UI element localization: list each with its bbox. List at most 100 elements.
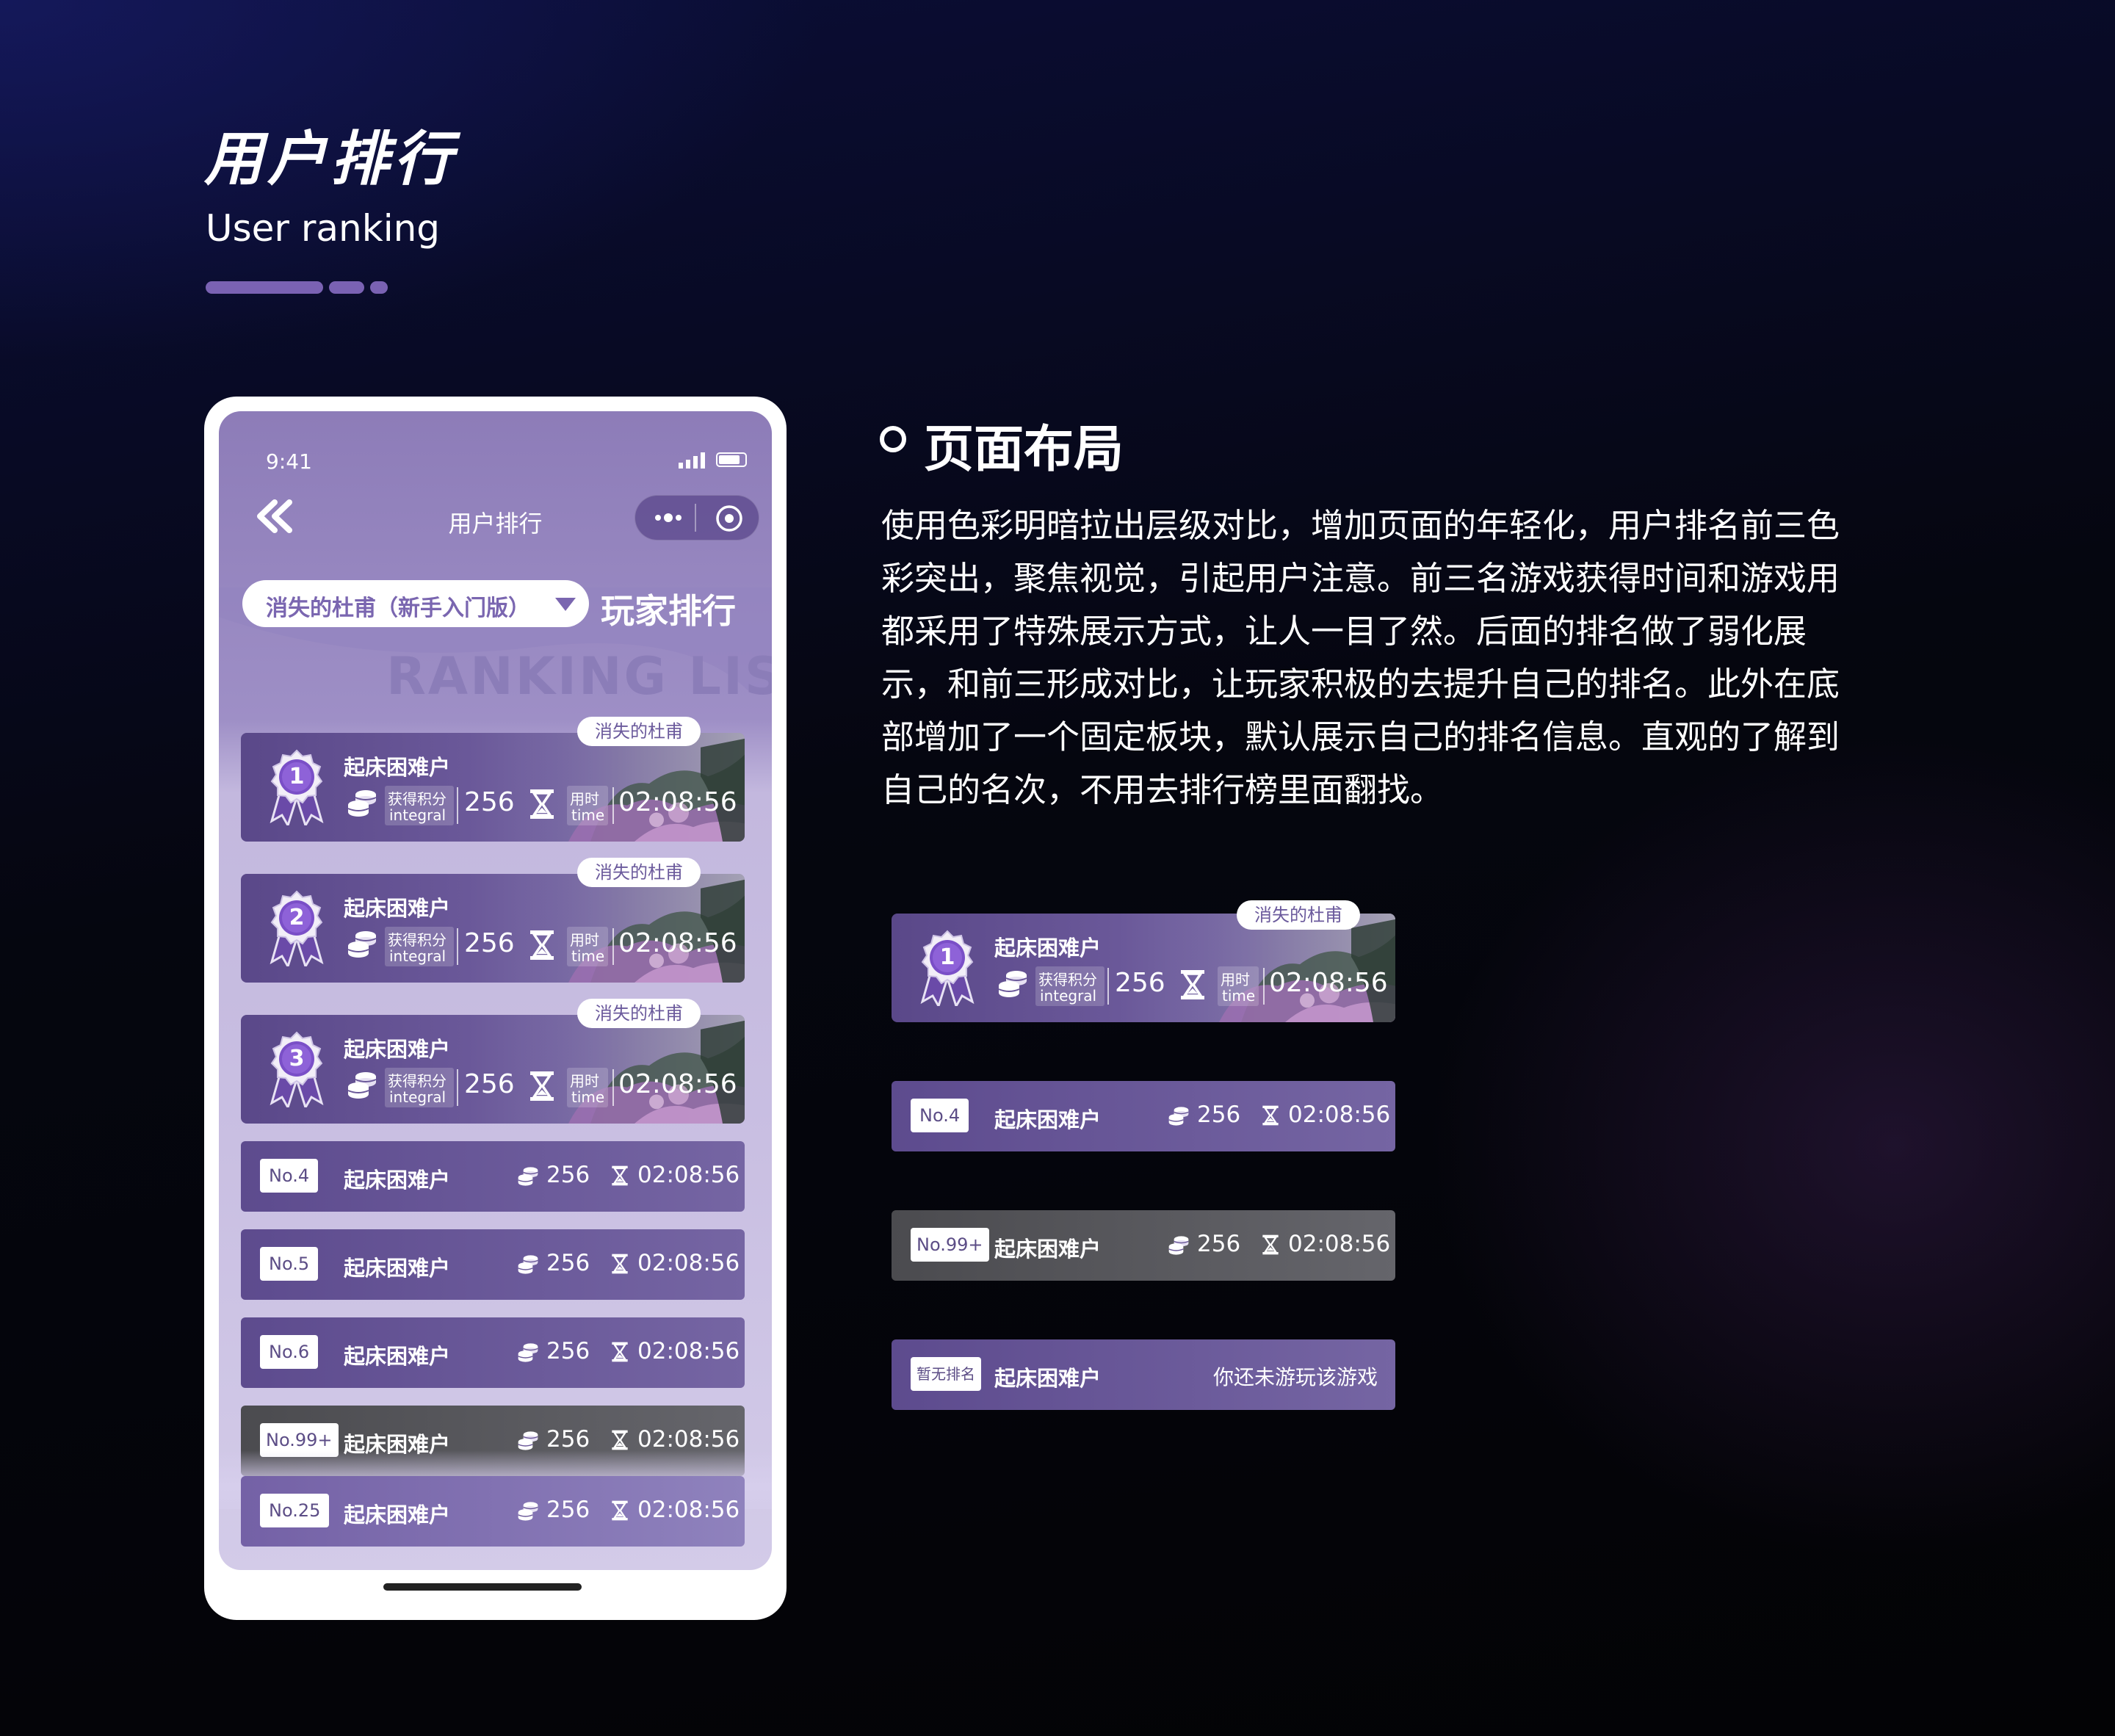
- score-value: 256: [1197, 1231, 1241, 1257]
- ranking-list-watermark: RANKING LIST: [386, 646, 772, 706]
- divider: [1263, 968, 1265, 1005]
- hourglass-icon: [529, 789, 555, 820]
- game-tag: 消失的杜甫: [577, 999, 701, 1028]
- players-ranking-title: 玩家排行: [601, 591, 736, 631]
- coin-stack-icon: [997, 969, 1028, 999]
- page-subtitle: User ranking: [206, 207, 441, 250]
- score-value: 256: [546, 1426, 590, 1453]
- hourglass-icon: [611, 1500, 629, 1522]
- coin-stack-icon: [517, 1501, 539, 1522]
- game-tag: 消失的杜甫: [1237, 900, 1360, 930]
- paragraph-line: 部增加了一个固定板块，默认展示自己的排名信息。直观的了解到: [881, 717, 1840, 756]
- ring-bullet-icon: [880, 426, 906, 452]
- user-name: 起床困难户: [344, 1037, 451, 1062]
- page-title: 用户排行: [204, 125, 457, 193]
- coin-stack-icon: [347, 930, 377, 959]
- title-decoration-bar: [206, 281, 323, 294]
- time-value: 02:08:56: [1269, 968, 1388, 998]
- rank-badge: No.99+: [911, 1228, 989, 1262]
- home-indicator: [383, 1583, 582, 1591]
- time-value: 02:08:56: [637, 1162, 740, 1188]
- showcase-row-gray[interactable]: No.99+ 起床困难户 256 02:08:56: [892, 1210, 1395, 1281]
- time-value: 02:08:56: [618, 787, 737, 817]
- rank-row[interactable]: No.5 起床困难户 256 02:08:56: [241, 1229, 745, 1300]
- medal-rank: 1: [289, 764, 305, 789]
- time-value: 02:08:56: [1288, 1102, 1391, 1128]
- phone-screen: RANKING LIST 9:41 用户排行 消失的杜甫（新手入门版） 玩家排行…: [219, 411, 772, 1570]
- score-value: 256: [1115, 968, 1165, 998]
- paragraph-line: 彩突出，聚焦视觉，引起用户注意。前三名游戏获得时间和游戏用: [881, 559, 1840, 598]
- medal-rank: 3: [289, 1046, 305, 1071]
- user-name: 起床困难户: [994, 936, 1102, 961]
- divider: [612, 928, 614, 965]
- divider: [457, 1069, 458, 1106]
- time-value: 02:08:56: [1288, 1231, 1391, 1257]
- dropdown-arrow-icon: [555, 598, 576, 611]
- rank-badge: No.4: [911, 1099, 969, 1132]
- rank-badge: No.6: [260, 1335, 319, 1369]
- status-bar-time: 9:41: [266, 449, 312, 474]
- divider: [457, 787, 458, 824]
- divider: [457, 928, 458, 965]
- showcase-row-normal[interactable]: No.4 起床困难户 256 02:08:56: [892, 1081, 1395, 1151]
- hourglass-icon: [1262, 1234, 1279, 1256]
- rank-badge: 暂无排名: [911, 1357, 981, 1391]
- divider: [1107, 968, 1109, 1005]
- time-value: 02:08:56: [637, 1497, 740, 1523]
- hourglass-icon: [1262, 1104, 1279, 1126]
- time-value: 02:08:56: [637, 1338, 740, 1364]
- user-name: 起床困难户: [994, 1237, 1102, 1262]
- divider: [612, 787, 614, 824]
- medal-rank: 2: [289, 905, 305, 930]
- user-name: 起床困难户: [344, 896, 451, 921]
- rank-badge: No.25: [260, 1494, 330, 1527]
- user-name: 起床困难户: [344, 1168, 451, 1193]
- score-value: 256: [464, 928, 515, 958]
- hourglass-icon: [529, 930, 555, 961]
- score-value: 256: [1197, 1102, 1241, 1128]
- coin-stack-icon: [517, 1431, 539, 1451]
- phone-mockup: RANKING LIST 9:41 用户排行 消失的杜甫（新手入门版） 玩家排行…: [204, 397, 787, 1620]
- layout-description: 使用色彩明暗拉出层级对比，增加页面的年轻化，用户排名前三色 彩突出，聚焦视觉，引…: [881, 499, 1909, 817]
- medal-icon: 1: [916, 930, 978, 1006]
- more-dots-icon[interactable]: [652, 508, 684, 527]
- game-tag: 消失的杜甫: [577, 717, 701, 746]
- user-name: 起床困难户: [344, 1344, 451, 1369]
- score-value: 256: [546, 1162, 590, 1188]
- back-chevron-icon[interactable]: [254, 498, 295, 535]
- coin-stack-icon: [347, 789, 377, 818]
- medal-icon: 2: [266, 890, 328, 966]
- score-value: 256: [546, 1497, 590, 1523]
- my-rank-row[interactable]: No.25 起床困难户 256 02:08:56: [241, 1476, 745, 1547]
- rank-row[interactable]: No.6 起床困难户 256 02:08:56: [241, 1317, 745, 1388]
- dropdown-label: 消失的杜甫（新手入门版）: [266, 596, 530, 621]
- rank-row[interactable]: No.4 起床困难户 256 02:08:56: [241, 1141, 745, 1212]
- coin-stack-icon: [347, 1071, 377, 1100]
- score-value: 256: [464, 1069, 515, 1099]
- target-icon[interactable]: [715, 504, 743, 532]
- game-tag: 消失的杜甫: [577, 858, 701, 887]
- no-play-message: 你还未游玩该游戏: [1213, 1365, 1378, 1389]
- paragraph-line: 自己的名次，不用去排行榜里面翻找。: [881, 770, 1444, 809]
- score-value: 256: [464, 787, 515, 817]
- time-value: 02:08:56: [618, 928, 737, 958]
- game-select-dropdown[interactable]: 消失的杜甫（新手入门版）: [242, 580, 589, 627]
- hourglass-icon: [611, 1253, 629, 1275]
- user-name: 起床困难户: [344, 1256, 451, 1281]
- paragraph-line: 示，和前三形成对比，让玩家积极的去提升自己的排名。此外在底: [881, 665, 1840, 704]
- showcase-row-unranked[interactable]: 暂无排名 起床困难户 你还未游玩该游戏: [892, 1339, 1395, 1410]
- hourglass-icon: [529, 1071, 555, 1102]
- time-value: 02:08:56: [618, 1069, 737, 1099]
- rank-badge: No.5: [260, 1247, 319, 1281]
- title-decoration-bar: [329, 281, 364, 294]
